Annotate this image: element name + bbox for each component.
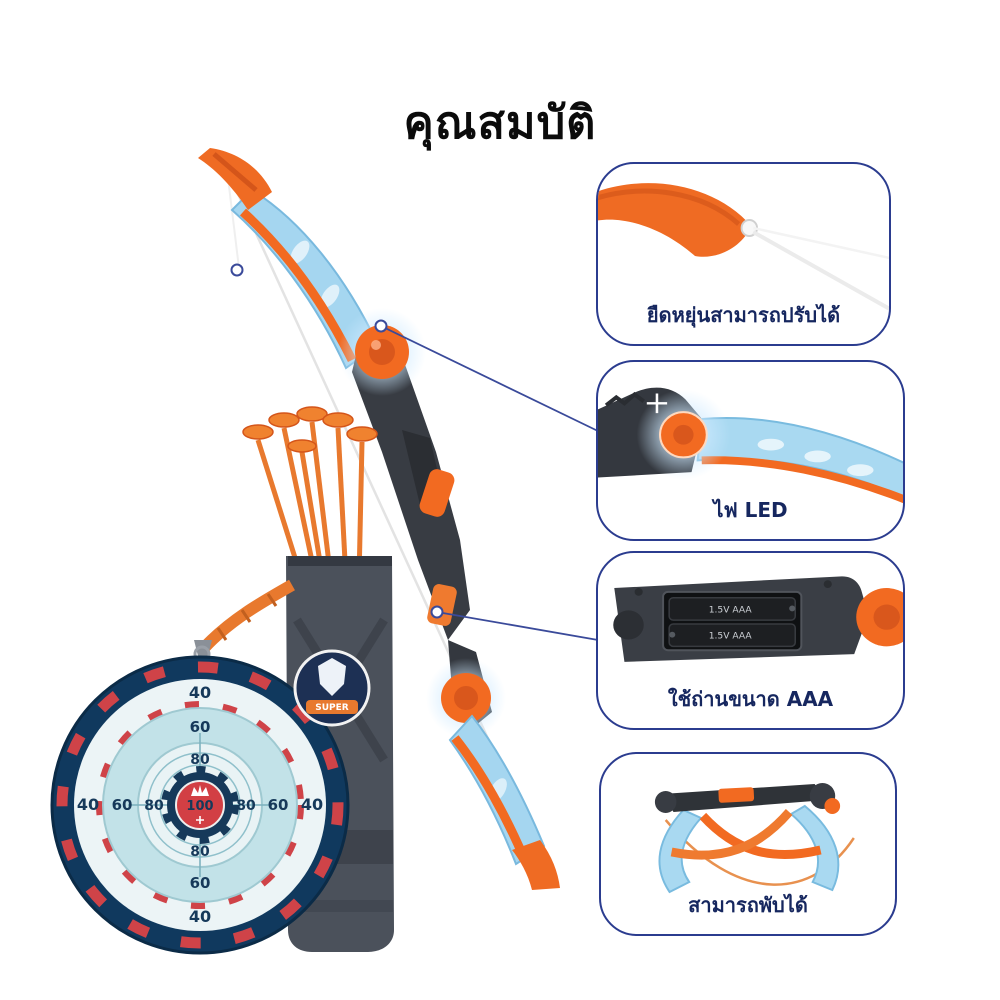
crown-icon (191, 785, 209, 796)
connector-dot-led (374, 319, 388, 333)
target-score: 60 (268, 796, 289, 814)
connector-line-led (380, 325, 601, 433)
target-center-score: 100 (186, 799, 213, 814)
brand-badge: SUPER (293, 649, 371, 727)
connector-line-battery (436, 611, 599, 641)
brand-text: SUPER (315, 703, 349, 713)
callout-aaa-battery: 1.5V AAA 1.5V AAA ใช้ถ่านขนาด AAA (596, 551, 905, 730)
page-title: คุณสมบัติ (403, 96, 597, 149)
connector-dot-battery (430, 605, 444, 619)
bow-lower-tip (512, 840, 560, 890)
battery-cell (668, 596, 796, 621)
arrow (268, 412, 319, 581)
battery-cell-text: 1.5V AAA (709, 605, 753, 615)
callout-label-adjustable: ยืดหยุ่นสามารถปรับได้ (646, 303, 841, 327)
score-target: 100 40 60 80 80 60 40 40 60 80 80 60 40 (50, 655, 350, 955)
arrow (322, 412, 354, 581)
bow-lower-limb (448, 714, 560, 890)
target-score: 40 (301, 795, 323, 814)
battery-cell (668, 623, 796, 648)
target-score: 80 (190, 752, 210, 768)
callout-connectors (230, 263, 601, 641)
sparkle-icon (646, 393, 668, 414)
connector-dot-string (230, 263, 244, 277)
arrow (296, 406, 334, 581)
callout-label-led: ไฟ LED (713, 498, 788, 522)
bow-tip-closeup (598, 183, 889, 311)
target-score: 40 (77, 795, 99, 814)
battery-cell-text: 1.5V AAA (709, 632, 753, 642)
target-score: 60 (190, 718, 211, 736)
bow-sight (419, 469, 455, 517)
suction-arrows (242, 406, 378, 581)
target-score: 60 (112, 796, 133, 814)
mascot-icon (318, 658, 346, 696)
quiver-strap (193, 579, 295, 663)
bow-upper-tip (198, 148, 272, 210)
target-score: 80 (236, 798, 256, 814)
target-score: 80 (144, 798, 164, 814)
target-score: 80 (190, 844, 210, 860)
crosshair-icon (196, 816, 204, 824)
callout-foldable: สามารถพับได้ (599, 752, 897, 936)
callout-label-foldable: สามารถพับได้ (688, 893, 808, 917)
callout-adjustable-string: ยืดหยุ่นสามารถปรับได้ (596, 162, 891, 346)
target-score: 60 (190, 874, 211, 892)
bullseye (175, 780, 225, 830)
led-closeup (598, 387, 903, 504)
battery-closeup: 1.5V AAA 1.5V AAA (613, 576, 903, 662)
target-score: 40 (189, 907, 211, 926)
bowstring-strand (226, 169, 240, 269)
target-score: 40 (189, 683, 211, 702)
folded-bow-closeup (654, 783, 855, 894)
callout-led-light: ไฟ LED (596, 360, 905, 541)
callout-label-battery: ใช้ถ่านขนาด AAA (667, 687, 834, 711)
